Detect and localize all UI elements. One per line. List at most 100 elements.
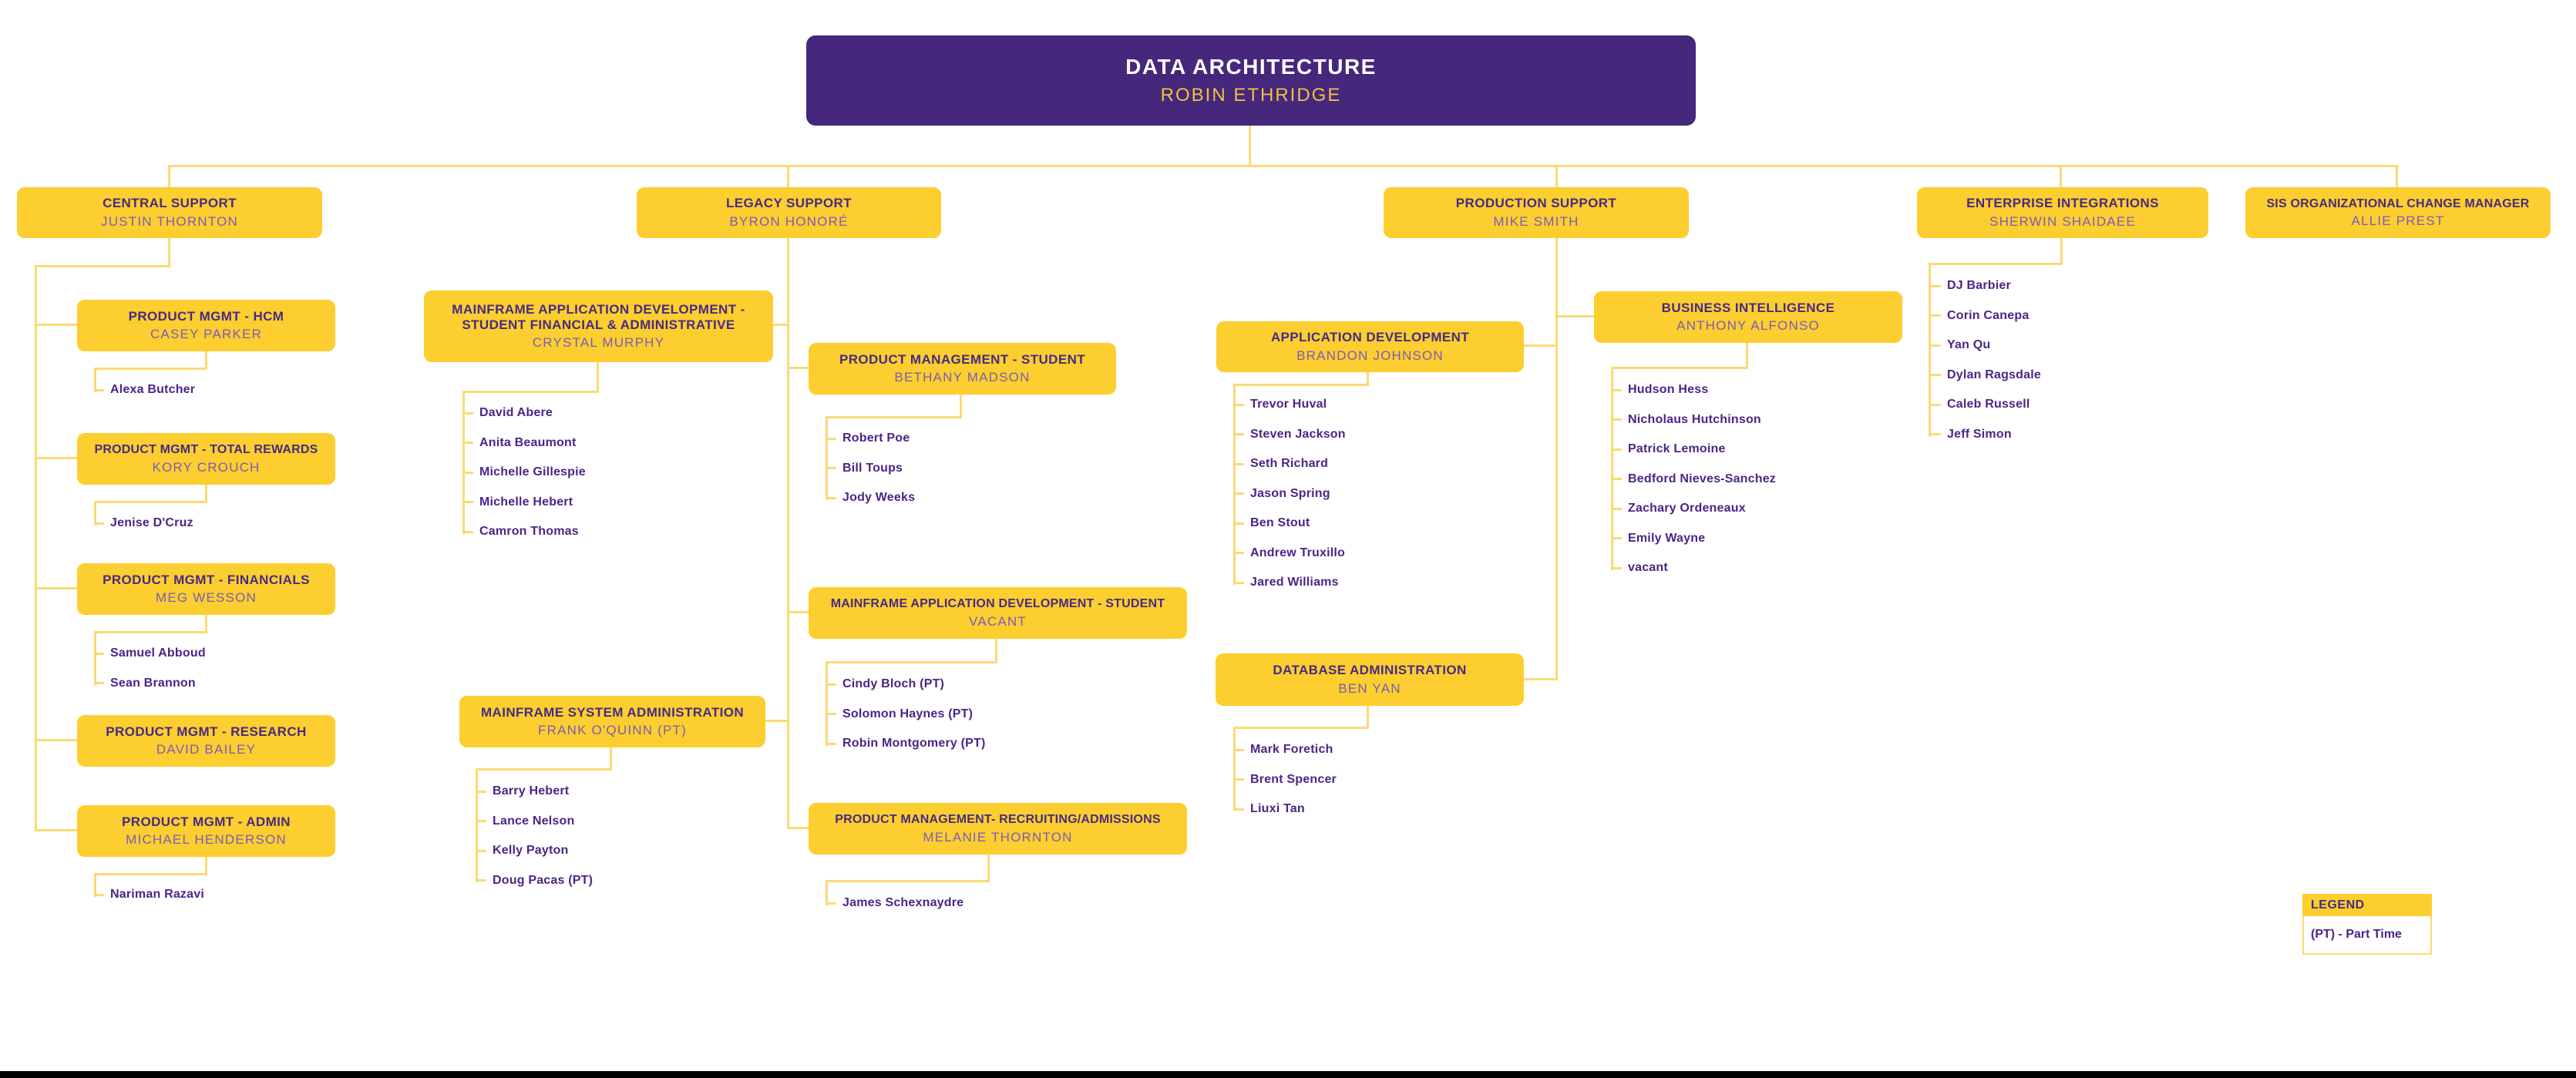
org-box-manager: BETHANY MADSON [894,370,1031,385]
member-list: James Schexnaydre [826,888,963,918]
org-box-title: LEGACY SUPPORT [725,196,853,211]
org-box-manager: CASEY PARKER [150,327,263,342]
member-name: Camron Thomas [463,517,586,547]
org-box-manager: MEG WESSON [155,590,257,606]
connector-line [597,362,599,393]
org-box-mainframe-app-dev-student: MAINFRAME APPLICATION DEVELOPMENT - STUD… [809,587,1187,639]
org-box-title: PRODUCT MGMT - TOTAL REWARDS [94,443,318,457]
member-name: Brent Spencer [1234,765,1337,795]
connector-line [1611,367,1613,570]
connector-line [826,880,989,882]
connector-line [94,873,207,875]
org-box-title: APPLICATION DEVELOPMENT [1270,330,1470,345]
connector-line [987,855,990,882]
connector-line [1524,344,1558,347]
connector-line [35,587,77,589]
org-box-title: MAINFRAME SYSTEM ADMINISTRATION [480,704,745,720]
connector-line [462,391,598,393]
member-name: Bedford Nieves-Sanchez [1611,465,1776,495]
member-name: Hudson Hess [1611,375,1776,405]
org-box-title: PRODUCT MGMT - FINANCIALS [103,572,310,587]
org-box-product-mgmt-admin: PRODUCT MGMT - ADMIN MICHAEL HENDERSON [77,805,335,857]
member-name: Zachary Ordeneaux [1611,494,1776,524]
member-name: Nariman Razavi [94,880,204,910]
org-box-manager: SHERWIN SHAIDAEE [1989,213,2136,229]
org-box-manager: DAVID BAILEY [156,742,257,757]
org-box-title: DATABASE ADMINISTRATION [1273,663,1467,678]
connector-line [476,768,611,771]
connector-line [2060,165,2062,188]
org-box-title: SIS ORGANIZATIONAL CHANGE MANAGER [2266,196,2530,210]
connector-line [205,615,207,633]
connector-line [1929,263,2062,265]
connector-line [94,368,96,392]
connector-line [787,827,809,829]
member-name: DJ Barbier [1931,271,2041,301]
member-name: Michelle Hebert [463,488,586,518]
org-box-sis-org-change-manager: SIS ORGANIZATIONAL CHANGE MANAGER ALLIE … [2245,187,2551,238]
org-box-database-administration: DATABASE ADMINISTRATION BEN YAN [1216,653,1524,706]
org-box-title: MAINFRAME APPLICATION DEVELOPMENT - STUD… [830,597,1165,611]
org-box-title: CENTRAL SUPPORT [103,196,237,211]
member-name: Jeff Simon [1931,420,2041,450]
member-name: Dylan Ragsdale [1931,361,2041,391]
connector-line [94,631,207,633]
connector-line [35,265,37,831]
org-box-product-management-student: PRODUCT MANAGEMENT - STUDENT BETHANY MAD… [809,343,1116,395]
connector-line [35,829,77,831]
connector-line [35,265,170,267]
connector-line [94,368,207,370]
connector-line [2060,238,2063,265]
connector-line [1233,727,1236,811]
connector-line [205,485,207,503]
member-name: Yan Qu [1931,331,2041,361]
org-box-product-mgmt-financials: PRODUCT MGMT - FINANCIALS MEG WESSON [77,563,335,615]
org-box-manager: BEN YAN [1338,680,1401,696]
member-list: Jenise D'Cruz [94,509,193,539]
member-name: Caleb Russell [1931,390,2041,420]
connector-line [205,857,207,875]
connector-line [476,768,478,882]
org-box-manager: MIKE SMITH [1493,213,1579,229]
member-name: Ben Stout [1234,509,1346,539]
org-box-title: PRODUCT MGMT - RESEARCH [106,724,307,739]
member-name: Patrick Lemoine [1611,435,1776,465]
member-name: Trevor Huval [1234,390,1346,420]
org-box-manager: ROBIN ETHRIDGE [1160,85,1342,106]
member-name: Michelle Gillespie [463,458,586,488]
member-list: Cindy Bloch (PT)Solomon Haynes (PT)Robin… [826,670,986,759]
org-box-manager: ALLIE PREST [2351,213,2445,229]
org-box-manager: BRANDON JOHNSON [1296,348,1444,363]
member-name: Anita Beaumont [463,428,586,458]
legend-header: LEGEND [2302,894,2432,916]
member-name: Samuel Abboud [94,639,206,669]
member-name: Kelly Payton [476,836,593,866]
connector-line [462,391,465,534]
member-list: Nariman Razavi [94,880,204,910]
org-box-application-development: APPLICATION DEVELOPMENT BRANDON JOHNSON [1216,321,1524,372]
org-box-title: PRODUCT MANAGEMENT - STUDENT [839,351,1086,367]
member-name: Barry Hebert [476,777,593,807]
connector-line [787,238,789,829]
connector-line [826,661,997,663]
org-box-manager: VACANT [969,613,1027,629]
member-name: Solomon Haynes (PT) [826,700,986,730]
member-name: Jared Williams [1234,568,1346,598]
member-name: Emily Wayne [1611,524,1776,554]
connector-line [1249,126,1251,166]
member-name: Sean Brannon [94,669,206,699]
connector-line [94,501,96,526]
connector-line [168,238,170,267]
connector-line [1555,315,1594,317]
org-box-title: PRODUCTION SUPPORT [1455,196,1617,211]
connector-line [826,416,961,418]
org-box-product-management-recruiting-admissions: PRODUCT MANAGEMENT- RECRUITING/ADMISSION… [809,803,1187,855]
member-name: Robin Montgomery (PT) [826,729,986,759]
connector-line [35,324,77,326]
